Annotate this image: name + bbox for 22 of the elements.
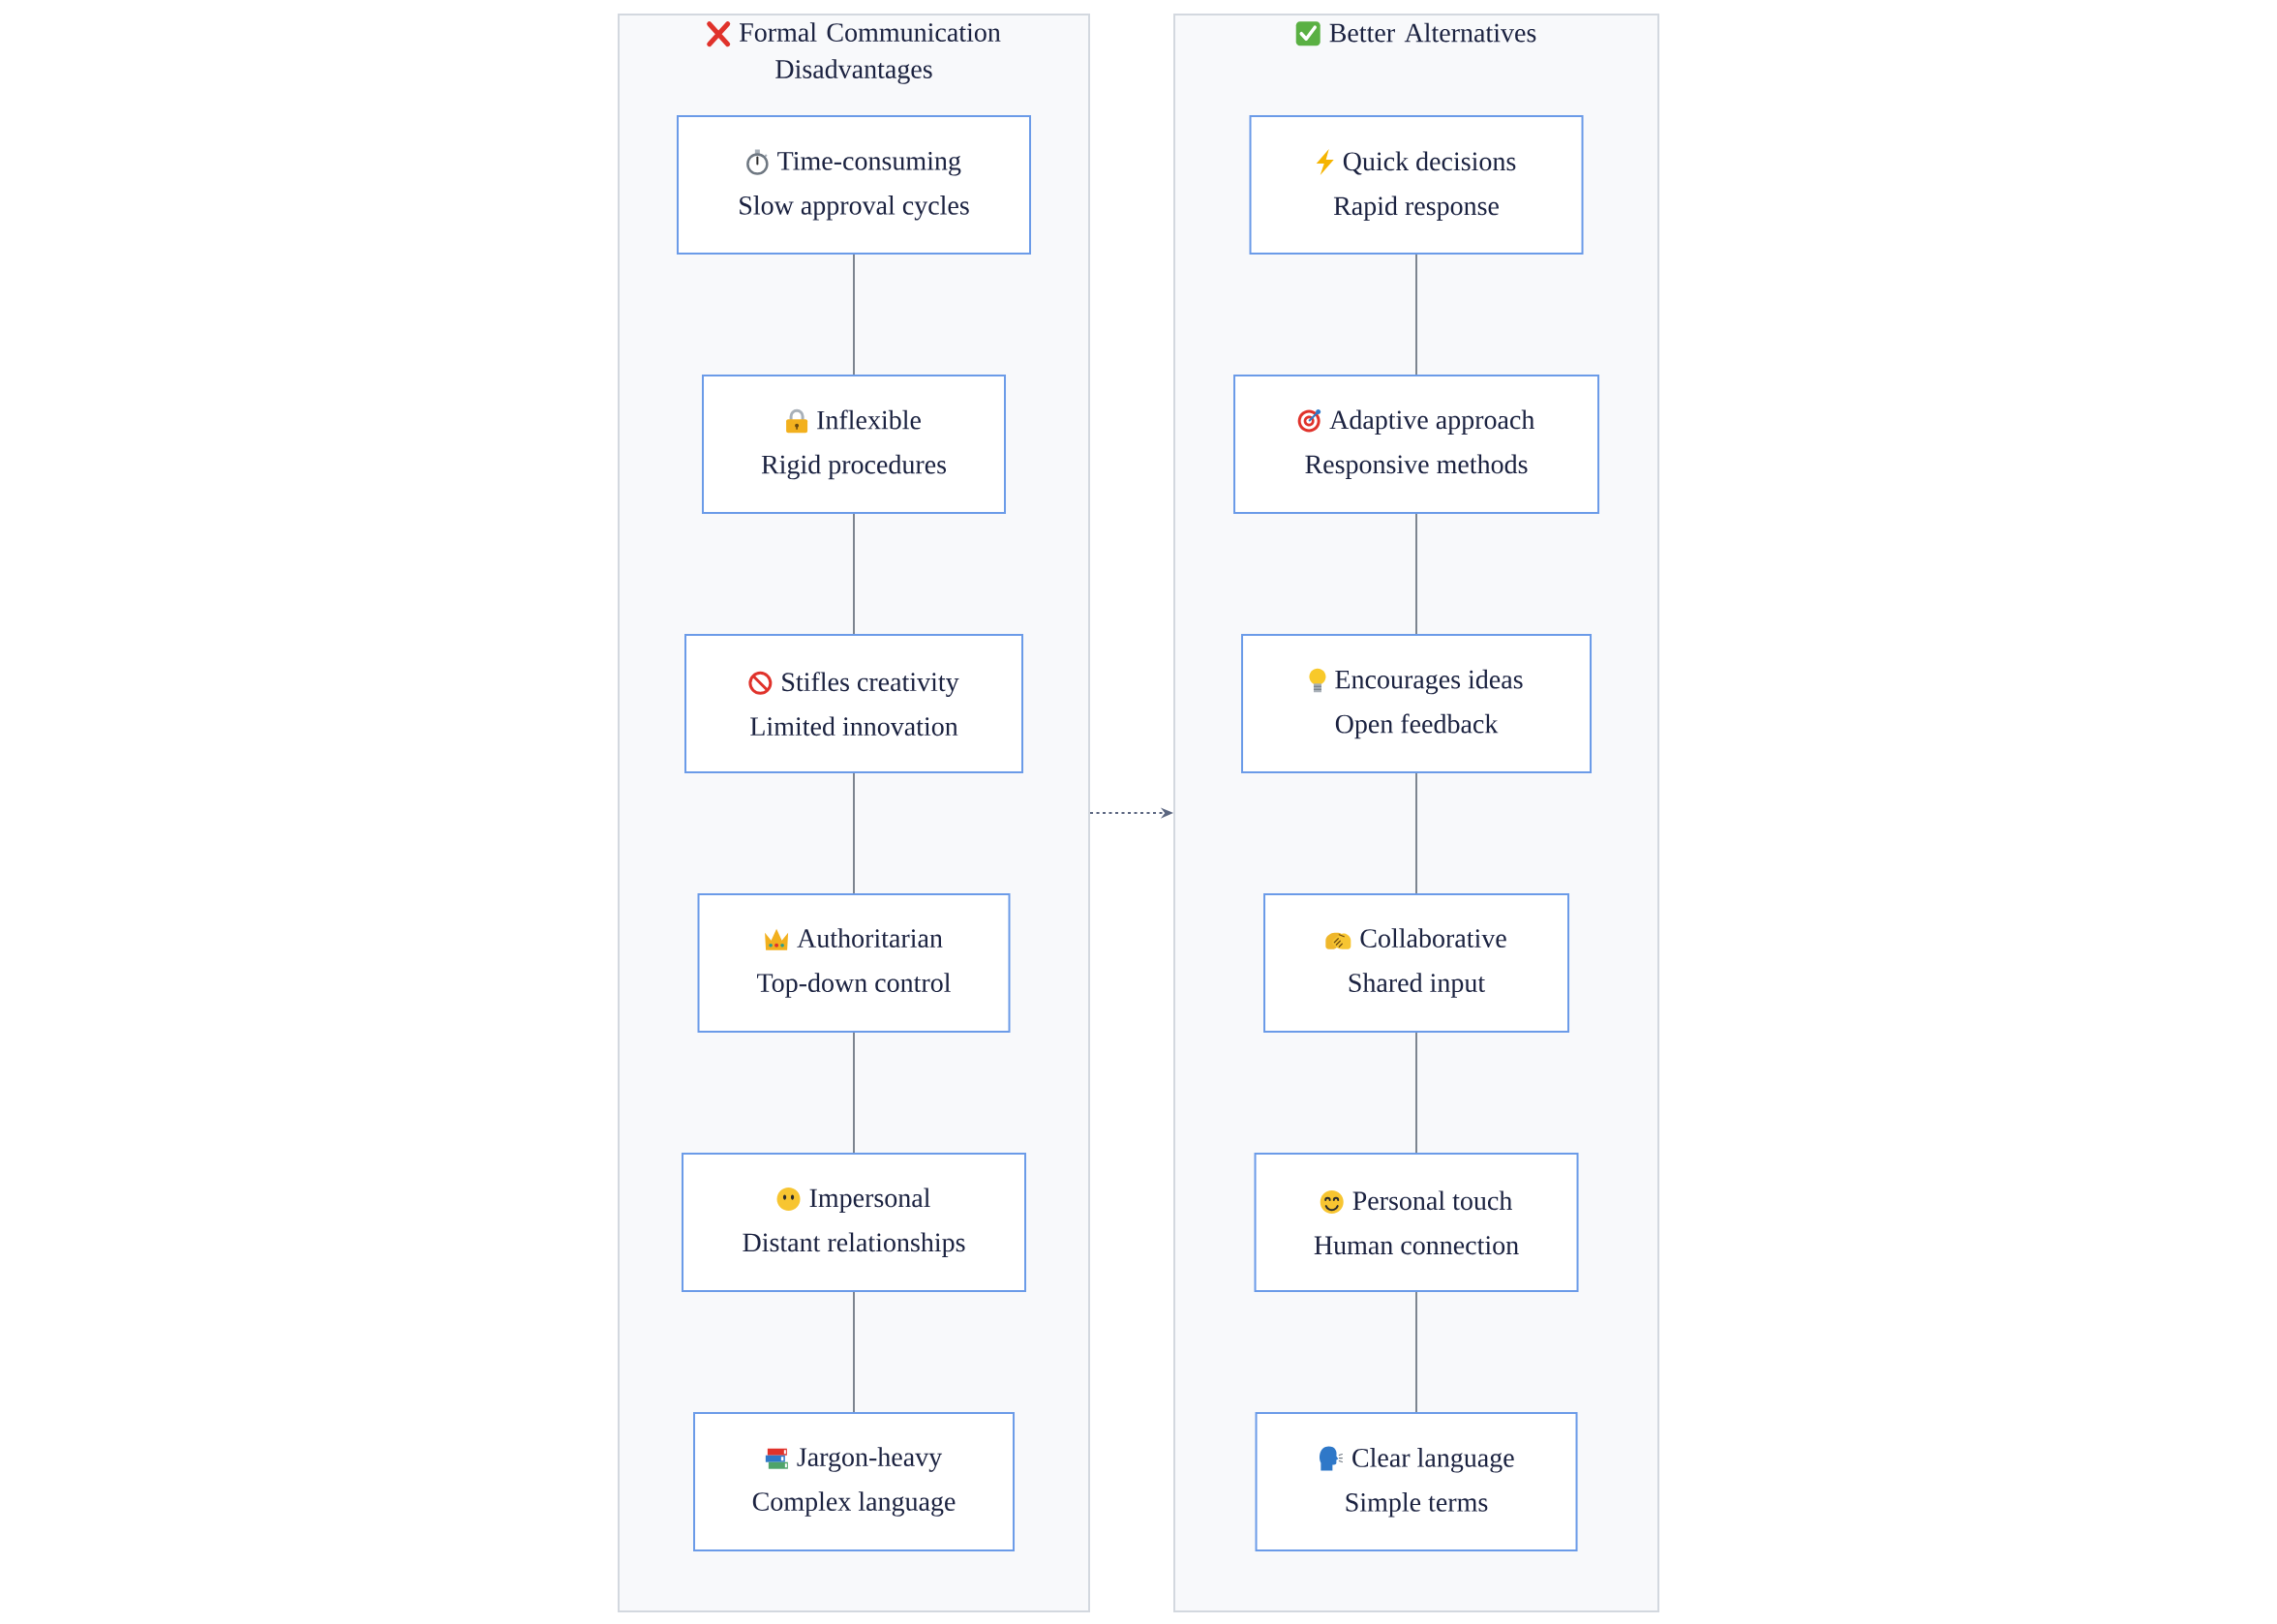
process-box: Collaborative Shared input <box>1263 893 1569 1033</box>
process-box: Adaptive approach Responsive methods <box>1233 375 1599 514</box>
connector-line <box>853 1032 855 1154</box>
connector-line <box>1415 1032 1417 1154</box>
connector-line <box>853 513 855 635</box>
connector-line <box>1415 513 1417 635</box>
process-box: Stifles creativity Limited innovation <box>684 634 1023 773</box>
connector-line <box>1415 254 1417 376</box>
process-box: Authoritarian Top-down control <box>697 893 1011 1033</box>
process-box: Impersonal Distant relationships <box>682 1153 1026 1292</box>
process-box: Quick decisions Rapid response <box>1249 115 1584 255</box>
connector-line <box>853 772 855 894</box>
connector-line <box>1415 1291 1417 1413</box>
process-box: Clear language Simple terms <box>1255 1412 1578 1551</box>
connector-line <box>853 1291 855 1413</box>
connector-line <box>1415 772 1417 894</box>
connector-line <box>853 254 855 376</box>
process-box: Jargon-heavy Complex language <box>693 1412 1015 1551</box>
process-box: Inflexible Rigid procedures <box>702 375 1006 514</box>
process-box: Personal touch Human connection <box>1254 1153 1579 1292</box>
process-box: Encourages ideas Open feedback <box>1241 634 1592 773</box>
process-box: Time-consuming Slow approval cycles <box>677 115 1031 255</box>
